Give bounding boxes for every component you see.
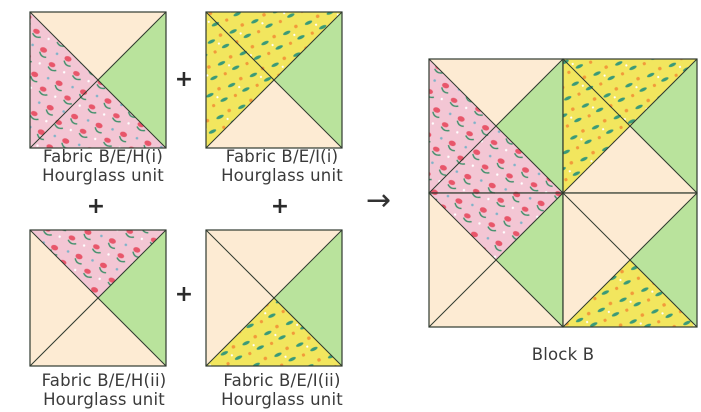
- unit-4-caption: Fabric B/E/I(ii) Hourglass unit: [194, 371, 370, 409]
- block-b-quadrant-2-triangle-left: [563, 59, 630, 193]
- hourglass-unit-4: [205, 229, 343, 367]
- unit-3-name: Fabric B/E/H(ii): [41, 371, 167, 390]
- unit-4-type: Hourglass unit: [221, 390, 343, 409]
- hourglass-unit-2-triangle-right: [274, 12, 342, 148]
- unit-2-type: Hourglass unit: [221, 166, 343, 185]
- hourglass-unit-3-triangle-bottom: [30, 298, 166, 366]
- unit-3-caption: Fabric B/E/H(ii) Hourglass unit: [14, 371, 194, 409]
- block-b-quadrant-3-triangle-top: [429, 193, 563, 260]
- arrow-right-icon: →: [366, 183, 392, 218]
- block-b-quadrant-4-triangle-right: [630, 193, 697, 327]
- hourglass-unit-4-triangle-right: [274, 230, 342, 366]
- unit-1-caption: Fabric B/E/H(i) Hourglass unit: [18, 147, 188, 185]
- hourglass-unit-4-triangle-top: [206, 230, 342, 298]
- plus-sign-left: +: [86, 194, 106, 219]
- block-b-quadrant-4-triangle-top: [563, 193, 697, 260]
- block-b-quadrant-2-triangle-bottom: [563, 126, 697, 193]
- block-b-quadrant-4-triangle-left: [563, 193, 630, 327]
- hourglass-unit-4-triangle-bottom: [206, 298, 342, 366]
- plus-sign-right: +: [270, 194, 290, 219]
- block-b-quadrant-4: [562, 192, 698, 328]
- unit-4-name: Fabric B/E/I(ii): [223, 371, 341, 390]
- unit-1-name: Fabric B/E/H(i): [43, 147, 163, 166]
- plus-sign-bottom: +: [174, 282, 194, 307]
- hourglass-unit-3-triangle-right: [98, 230, 166, 366]
- block-b-quadrant-1-triangle-top: [429, 59, 563, 126]
- hourglass-unit-2-triangle-bottom: [206, 80, 342, 148]
- hourglass-unit-4-triangle-left: [206, 230, 274, 366]
- hourglass-unit-3: [29, 229, 167, 367]
- block-b-quadrant-4-triangle-bottom: [563, 260, 697, 327]
- unit-3-type: Hourglass unit: [43, 390, 165, 409]
- block-b-quadrant-2-triangle-top: [563, 59, 697, 126]
- hourglass-unit-1-triangle-left: [30, 12, 98, 148]
- block-b-grid: [428, 58, 698, 328]
- block-b-quadrant-3-triangle-right: [496, 193, 563, 327]
- unit-1-type: Hourglass unit: [42, 166, 164, 185]
- plus-sign-top: +: [174, 67, 194, 92]
- hourglass-unit-2-triangle-top: [206, 12, 342, 80]
- hourglass-unit-1: [29, 11, 167, 149]
- block-b-quadrant-1-triangle-left: [429, 59, 496, 193]
- block-b-quadrant-3-triangle-bottom: [429, 260, 563, 327]
- block-b-quadrant-1-triangle-right: [496, 59, 563, 193]
- block-b-label: Block B: [531, 345, 595, 364]
- hourglass-unit-1-triangle-bottom: [30, 80, 166, 148]
- hourglass-units: [29, 11, 343, 367]
- block-b-quadrant-2: [562, 58, 698, 194]
- hourglass-unit-2: [205, 11, 343, 149]
- block-b-quadrant-1: [428, 58, 564, 194]
- hourglass-unit-1-triangle-top: [30, 12, 166, 80]
- unit-2-name: Fabric B/E/I(i): [225, 147, 339, 166]
- block-b-quadrant-3: [428, 192, 564, 328]
- hourglass-unit-3-triangle-left: [30, 230, 98, 366]
- block-b-quadrant-2-triangle-right: [630, 59, 697, 193]
- unit-2-caption: Fabric B/E/I(i) Hourglass unit: [194, 147, 370, 185]
- hourglass-unit-2-triangle-left: [206, 12, 274, 148]
- block-b-quadrant-1-triangle-bottom: [429, 126, 563, 193]
- hourglass-unit-1-triangle-right: [98, 12, 166, 148]
- block-b-quadrant-3-triangle-left: [429, 193, 496, 327]
- hourglass-unit-3-triangle-top: [30, 230, 166, 298]
